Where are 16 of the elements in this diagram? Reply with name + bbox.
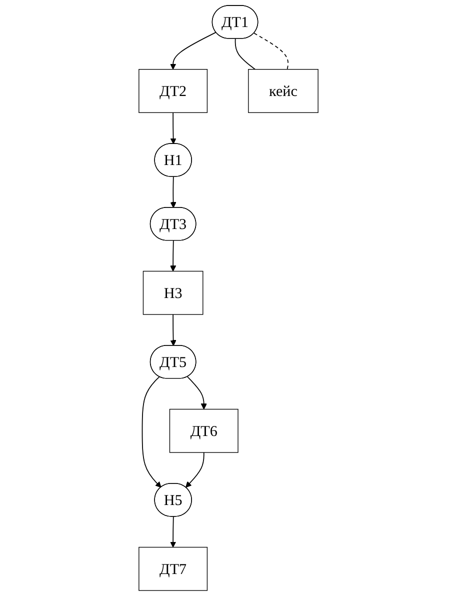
connector xyxy=(234,38,256,70)
arrow xyxy=(170,240,176,272)
arrow xyxy=(187,376,207,410)
arrow xyxy=(142,376,162,488)
node-box: ДТ7 xyxy=(138,546,208,591)
node-box: ДТ6 xyxy=(169,408,238,453)
arrow xyxy=(170,112,176,144)
arrow xyxy=(186,452,204,488)
node-box: кейс xyxy=(248,69,318,113)
node-box: ДТ2 xyxy=(138,69,208,113)
arrow xyxy=(170,516,176,548)
arrow xyxy=(170,176,176,208)
arrow xyxy=(170,314,176,346)
node-box: Н3 xyxy=(142,270,204,315)
arrow xyxy=(170,32,216,70)
connector xyxy=(254,32,289,70)
